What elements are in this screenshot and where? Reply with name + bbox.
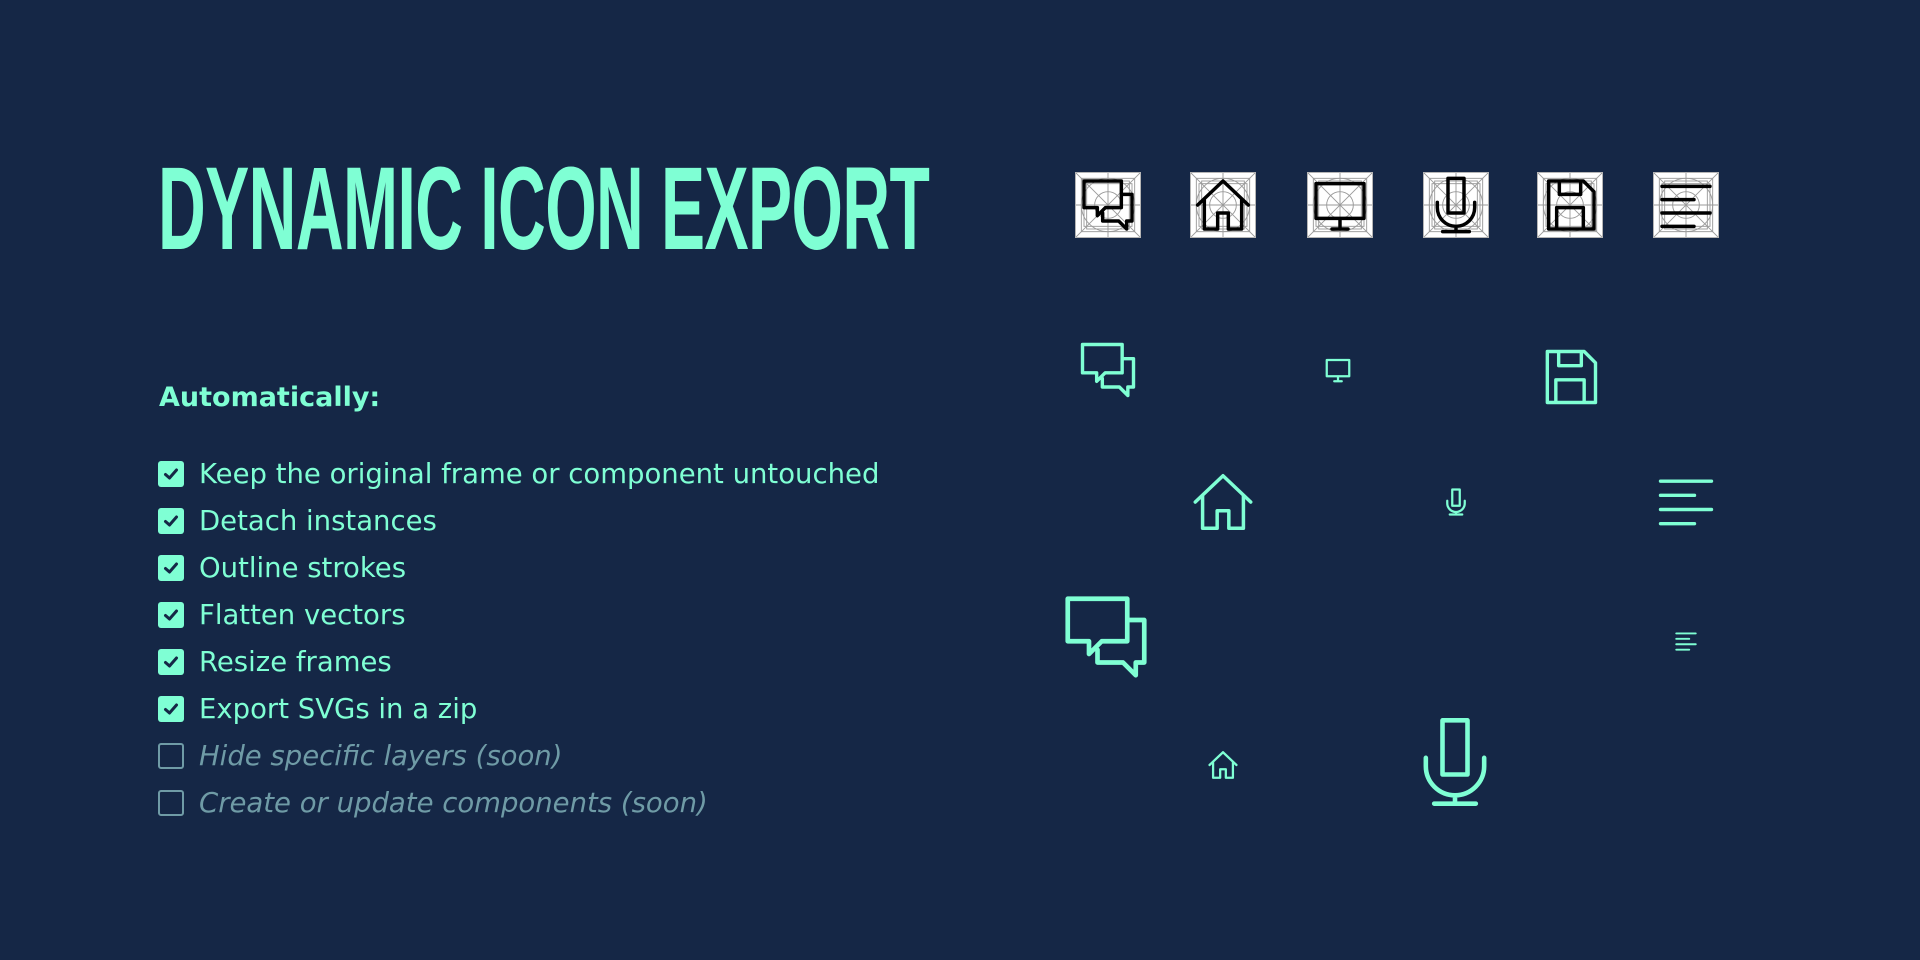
microphone-icon [1405, 712, 1505, 812]
text-align-left-icon [1653, 172, 1719, 238]
microphone-icon [1423, 172, 1489, 238]
chat-icon [1055, 586, 1157, 688]
feature-label: Hide specific layers (soon) [199, 739, 563, 772]
feature-item: Export SVGs in a zip [158, 685, 879, 732]
text-align-left-icon [1652, 467, 1720, 535]
monitor-icon [1323, 355, 1353, 385]
feature-label: Create or update components (soon) [199, 786, 708, 819]
feature-item: Resize frames [158, 638, 879, 685]
checkbox-checked-icon [158, 554, 184, 581]
feature-label: Detach instances [199, 504, 437, 537]
feature-item: Flatten vectors [158, 591, 879, 638]
page-title: DYNAMIC ICON EXPORT [158, 143, 930, 275]
feature-label: Outline strokes [199, 551, 407, 584]
feature-label: Flatten vectors [199, 598, 406, 631]
home-icon [1206, 748, 1240, 782]
features-subtitle: Automatically: [159, 382, 381, 413]
checkbox-checked-icon [158, 460, 184, 487]
feature-item: Keep the original frame or component unt… [158, 450, 879, 497]
feature-label: Resize frames [199, 645, 392, 678]
feature-label: Keep the original frame or component unt… [199, 457, 880, 490]
checkbox-checked-icon [158, 507, 184, 534]
feature-checklist: Keep the original frame or component unt… [158, 450, 879, 826]
chat-icon [1075, 172, 1141, 238]
feature-item: Create or update components (soon) [158, 779, 879, 826]
home-icon [1188, 467, 1258, 537]
monitor-icon [1307, 172, 1373, 238]
feature-item: Outline strokes [158, 544, 879, 591]
save-icon [1537, 172, 1603, 238]
feature-item: Hide specific layers (soon) [158, 732, 879, 779]
home-icon [1190, 172, 1256, 238]
checkbox-checked-icon [158, 648, 184, 675]
checkbox-empty-icon [158, 742, 184, 769]
checkbox-checked-icon [158, 695, 184, 722]
checkbox-empty-icon [158, 789, 184, 816]
text-align-left-icon [1673, 628, 1699, 654]
save-icon [1536, 343, 1604, 411]
chat-icon [1074, 336, 1142, 404]
microphone-icon [1441, 486, 1471, 518]
feature-item: Detach instances [158, 497, 879, 544]
feature-label: Export SVGs in a zip [199, 692, 478, 725]
checkbox-checked-icon [158, 601, 184, 628]
